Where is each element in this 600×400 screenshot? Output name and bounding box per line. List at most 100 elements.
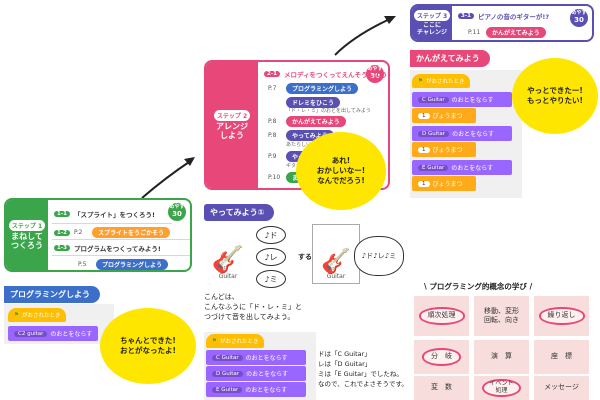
step2-row-4-pill: かんがえてみよう: [286, 116, 346, 127]
step2-minutes-badge: めやす 30: [366, 65, 384, 83]
step3-minutes-badge: めやす 30: [570, 9, 588, 27]
sound-dropdown[interactable]: D Guitar: [212, 370, 244, 377]
concept-message: メッセージ: [534, 376, 589, 400]
concept-variable: 変 数: [414, 376, 469, 400]
green-flag-icon: ⚑: [212, 338, 217, 344]
step2-header-text: メロディをつくってえんそうしよう!: [283, 71, 390, 79]
step1-row-1[interactable]: 1-1 「スプライト」をつくろう!: [54, 209, 155, 219]
sound-dropdown[interactable]: D Guitar: [418, 130, 450, 137]
step1-tab: ステップ 1 まねして つくろう: [6, 200, 48, 270]
try-desc-3: つづけて音を出してみよう。: [204, 313, 295, 321]
guitar-icon: 🎸: [321, 247, 351, 275]
step2-row-2[interactable]: ドレミをひこう: [286, 97, 341, 108]
explain-4: なので、これでよさそうです。: [318, 380, 408, 388]
guitar-sprite-box-2: 🎸 Guitar: [312, 224, 360, 284]
step1-row-4-pill: プログラミングしよう: [96, 259, 169, 270]
explain-1: ドは「C Guitar」: [318, 350, 371, 358]
concept-sequence: 順次処理: [414, 296, 469, 336]
try-desc-2: こんなふうに「ド・レ・ミ」と: [204, 303, 302, 311]
step2-tag: ステップ 2: [213, 109, 251, 121]
programming-when-flag-block: ⚑ がおされたとき: [8, 308, 67, 322]
think-heading: かんがえてみよう: [410, 50, 490, 67]
guitar-sprite-box: 🎸 Guitar: [203, 224, 253, 284]
speech-bubble-success: ちゃんとできた! おとがなったよ!: [100, 308, 196, 384]
try-desc-1: こんどは、: [204, 293, 239, 301]
think-play-d-block: D Guitar のおとをならす: [412, 126, 512, 141]
step1-minutes-badge: めやす 30: [168, 203, 186, 221]
step2-row-1[interactable]: P.7 プログラミングしよう: [268, 83, 359, 94]
sound-dropdown[interactable]: C Guitar: [418, 96, 449, 103]
then-label: すると: [298, 253, 319, 261]
step2-row-1-pill: プログラミングしよう: [286, 83, 359, 94]
sound-dropdown[interactable]: E Guitar: [212, 386, 243, 393]
try-when-flag-block: ⚑ がおされたとき: [206, 334, 265, 348]
divider: [52, 223, 172, 224]
green-flag-icon: ⚑: [14, 312, 19, 318]
step2-name: アレンジ しよう: [216, 121, 248, 140]
think-wait-block: 1 びょうまつ: [412, 108, 476, 123]
concepts-title: \ プログラミング的概念の学び /: [424, 282, 533, 291]
notes-burst: ♪ド♪レ♪ミ: [354, 236, 404, 276]
step2-row-4[interactable]: P.8 かんがえてみよう: [268, 116, 346, 127]
think-wait-block: 1 びょうまつ: [412, 176, 476, 191]
think-when-flag-block: ⚑ がおされたとき: [412, 74, 471, 88]
step1-tag: ステップ 1: [8, 219, 46, 231]
step1-row-3-text: プログラムをつくってみよう!: [73, 245, 161, 253]
note-re: ♪レ: [256, 248, 286, 266]
wait-input[interactable]: 1: [418, 146, 430, 153]
step1-row-3[interactable]: 1-3 プログラムをつくってみよう!: [54, 243, 161, 253]
concept-branch: 分 岐: [414, 340, 469, 374]
step1-row-4[interactable]: P.5 プログラミングしよう: [78, 259, 169, 270]
concept-coordinate: 座 標: [534, 340, 589, 374]
step1-row-1-num: 1-1: [54, 211, 70, 217]
speech-bubble-confused: あれ! おかしいなー! なんでだろう!: [296, 132, 386, 210]
step2-row-3: 「ド・レ・ミ」のおとを出してみよう: [286, 108, 371, 114]
step1-row-4-page: P.5: [78, 261, 87, 268]
wait-input[interactable]: 1: [418, 112, 430, 119]
try-play-e-block: E Guitar のおとをならす: [206, 382, 306, 397]
step3-header-text: ピアノの音のギターが!?: [477, 13, 550, 21]
concept-operator: 演 算: [474, 340, 529, 374]
step2-header: 2-1 メロディをつくってえんそうしよう!: [264, 69, 390, 79]
note-do: ♪ド: [256, 226, 286, 244]
explain-2: レは「D Guitar」: [318, 360, 372, 368]
concept-event: イベント 処理: [474, 376, 529, 400]
sound-dropdown[interactable]: C2 guitar: [14, 330, 48, 337]
step3-card: ステップ 3 ここに チャレンジ めやす 30 3-1 ピアノの音のギターが!?…: [410, 4, 594, 42]
step3-tag: ステップ 3: [413, 9, 451, 21]
step1-row-2[interactable]: 1-2 P.2 スプライトをうごかそう: [54, 227, 170, 238]
step3-pill: かんがえてみよう: [486, 27, 546, 38]
think-play-e-block: E Guitar のおとをならす: [412, 160, 512, 175]
sound-dropdown[interactable]: C Guitar: [212, 354, 243, 361]
step3-header-num: 3-1: [458, 13, 474, 19]
step3-tab: ステップ 3 ここに チャレンジ: [412, 6, 452, 40]
try-play-d-block: D Guitar のおとをならす: [206, 366, 306, 381]
step1-card: ステップ 1 まねして つくろう めやす 30 1-1 「スプライト」をつくろう…: [4, 198, 192, 272]
concept-loop: 繰り返し: [534, 296, 589, 336]
step3-header: 3-1 ピアノの音のギターが!?: [458, 11, 549, 21]
concept-motion: 移動、変形 回転、向き: [474, 296, 529, 336]
step1-name: まねして つくろう: [11, 231, 43, 250]
step2-tab: ステップ 2 アレンジ しよう: [206, 62, 258, 188]
note-mi: ♪ミ: [256, 270, 286, 288]
try-heading: やってみよう①: [204, 204, 275, 221]
step3-row[interactable]: P.11 かんがえてみよう: [468, 27, 546, 38]
step3-name: ここに チャレンジ: [417, 21, 447, 36]
think-play-c-block: C Guitar のおとをならす: [412, 92, 512, 107]
speech-bubble-happy: やっとできたー! もっとやりたい!: [512, 58, 598, 134]
sound-dropdown[interactable]: E Guitar: [418, 164, 449, 171]
step2-row-5[interactable]: P.8 やってみよう: [268, 130, 334, 141]
think-wait-block: 1 びょうまつ: [412, 142, 476, 157]
explain-3: ミは「E Guitar」でしたね。: [318, 370, 403, 378]
try-play-c-block: C Guitar のおとをならす: [206, 350, 306, 365]
step1-row-2-num: 1-2: [54, 229, 70, 236]
divider: [52, 239, 190, 240]
step1-row-2-page: P.2: [73, 229, 83, 236]
step2-row-2-pill: ドレミをひこう: [286, 97, 341, 108]
programming-heading: プログラミングしよう: [4, 286, 100, 303]
step2-header-num: 2-1: [264, 71, 280, 77]
wait-input[interactable]: 1: [418, 180, 430, 187]
divider: [52, 255, 190, 256]
green-flag-icon: ⚑: [418, 78, 423, 84]
